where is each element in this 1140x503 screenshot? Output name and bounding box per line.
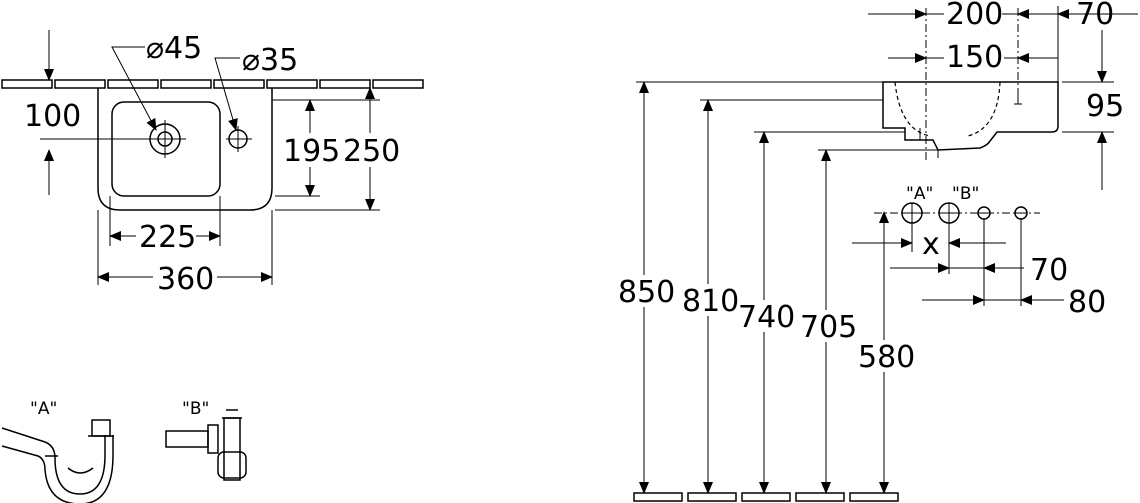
tap-diameter-label: ⌀35 (242, 43, 298, 78)
outlet-b-label: "B" (952, 184, 979, 204)
tap-hole (226, 126, 252, 152)
width-200-dimension: 200 (946, 0, 1003, 32)
offset-70-dimension: 70 (1076, 0, 1114, 32)
basin-outline (97, 88, 273, 211)
height-705-dimension: 705 (800, 310, 857, 345)
side-view: 200 70 150 95 850 810 740 705 580 (618, 0, 1138, 502)
trap-a-label: "A" (30, 399, 57, 419)
outlet-spacing-80-dimension: 80 (1068, 285, 1106, 320)
drain-offset-150-dimension: 150 (946, 40, 1003, 75)
basin-height-95-dimension: 95 (1086, 89, 1124, 124)
overall-depth-dimension: 250 (343, 134, 400, 169)
height-580-dimension: 580 (858, 340, 915, 375)
bowl-width-dimension: 225 (139, 220, 196, 255)
outlet-a-label: "A" (906, 184, 933, 204)
basin-profile (882, 81, 1059, 151)
drain-hole (145, 120, 186, 158)
bowl-outline (111, 101, 221, 197)
floor-tiles (633, 492, 899, 502)
height-740-dimension: 740 (738, 300, 795, 335)
setback-dimension: 100 (24, 99, 81, 134)
top-view: ⌀45 ⌀35 100 195 250 225 360 (1, 30, 424, 297)
trap-b-label: "B" (182, 399, 209, 419)
height-810-dimension: 810 (682, 284, 739, 319)
height-850-dimension: 850 (618, 275, 675, 310)
outlet-spacing-70-dimension: 70 (1030, 253, 1068, 288)
drain-diameter-label: ⌀45 (146, 31, 202, 66)
trap-b: "B" (165, 399, 247, 481)
overall-width-dimension: 360 (157, 262, 214, 297)
inner-depth-dimension: 195 (283, 134, 340, 169)
outlet-spacing-x: x (922, 227, 940, 262)
trap-a: "A" (1, 399, 114, 503)
wall-outlets: "A" "B" (874, 184, 1040, 224)
wall-tiles (1, 79, 424, 89)
